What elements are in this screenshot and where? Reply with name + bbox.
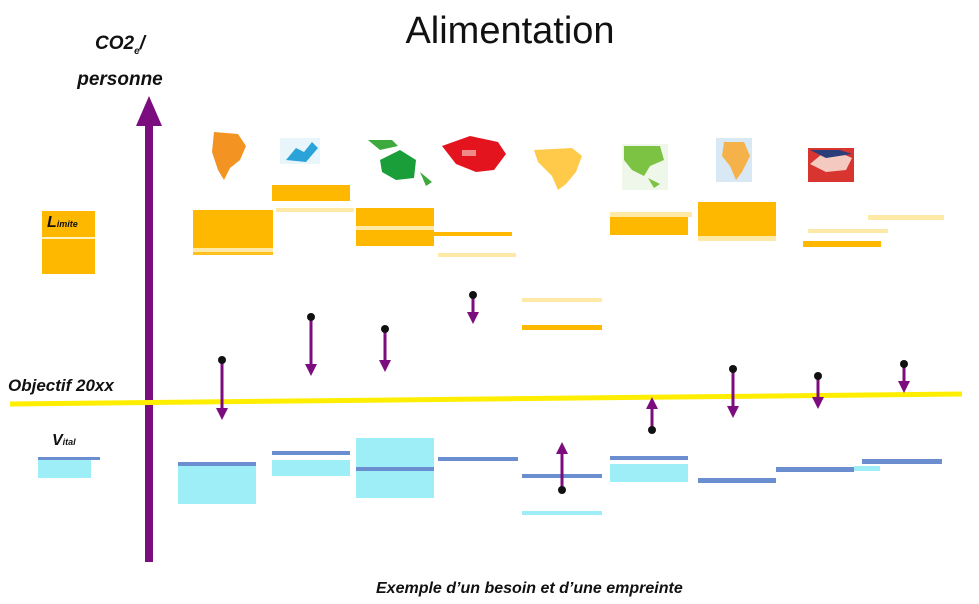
y-axis-arrowhead	[136, 96, 162, 126]
y-axis-label-sub: e	[134, 45, 140, 57]
arrow-down	[379, 325, 391, 372]
map-africa-icon	[534, 148, 582, 190]
arrow-up	[556, 442, 568, 494]
arrow-down	[216, 356, 228, 420]
vital-bar	[610, 464, 688, 482]
arrow-up	[646, 397, 658, 434]
legend-vital-swatch	[38, 458, 91, 478]
map-europe-north-icon	[280, 138, 320, 164]
map-asia-icon	[622, 144, 668, 190]
vital-bar	[776, 467, 854, 472]
limit-bars	[193, 185, 944, 330]
y-axis-line	[145, 122, 153, 562]
limit-bar	[356, 208, 434, 226]
caption: Exemple d’un besoin et d’une empreinte	[376, 580, 683, 597]
arrow-down	[898, 360, 910, 393]
change-arrows	[216, 291, 910, 494]
vital-bar	[438, 457, 518, 461]
page-title: Alimentation	[405, 10, 615, 52]
y-axis-label-rest: / personne	[77, 33, 163, 90]
vital-bars	[178, 438, 942, 515]
map-oceania-icon	[368, 140, 432, 186]
vital-bar	[178, 464, 256, 504]
limit-bar	[434, 232, 512, 236]
arrow-down	[727, 365, 739, 418]
legend	[38, 211, 100, 478]
region-icons	[212, 132, 854, 190]
y-axis-label: CO2e/ personne	[55, 30, 185, 94]
legend-limit-label: Limite	[47, 214, 78, 231]
limit-bar	[808, 229, 888, 233]
y-axis-label-main: CO2	[95, 33, 135, 54]
limit-bar	[610, 212, 692, 217]
arrow-down	[467, 291, 479, 324]
limit-bar	[193, 210, 273, 248]
map-india-icon	[716, 138, 752, 182]
arrow-down	[812, 372, 824, 409]
map-south-america-icon	[212, 132, 246, 180]
objective-label: Objectif 20xx	[8, 376, 114, 395]
arrow-down	[305, 313, 317, 376]
map-europe-icon	[808, 148, 854, 182]
legend-vital-label: Vital	[52, 432, 76, 449]
vital-bar	[272, 460, 350, 476]
objective-line	[9, 391, 963, 407]
y-axis	[136, 96, 162, 562]
limit-bar	[272, 185, 350, 201]
vital-bar	[698, 478, 776, 483]
limit-bar	[698, 202, 776, 236]
map-north-america-icon	[442, 136, 506, 172]
legend-limit-swatch	[42, 211, 95, 274]
limit-bar	[522, 298, 602, 302]
